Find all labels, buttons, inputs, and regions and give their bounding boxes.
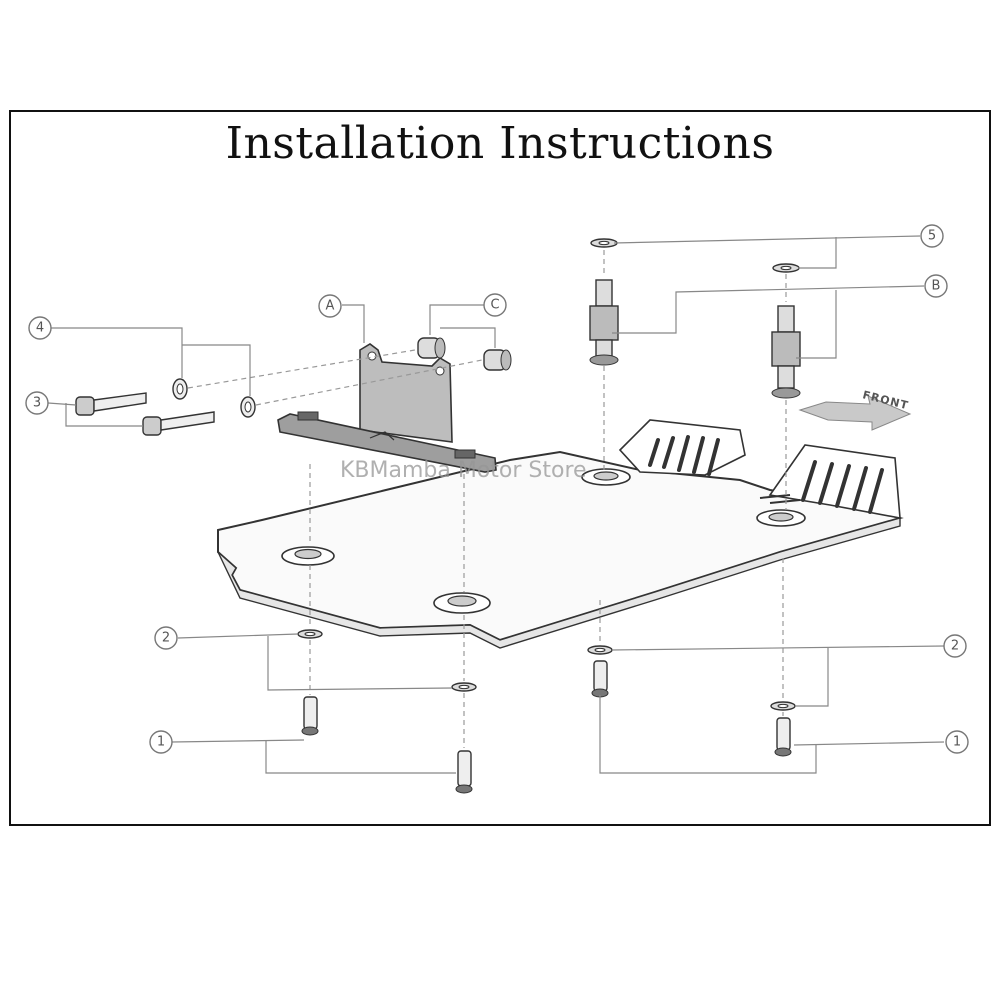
svg-text:A: A: [326, 299, 335, 314]
mount-hole: [581, 468, 631, 486]
washer-2: [451, 682, 477, 692]
svg-text:2: 2: [951, 639, 959, 654]
screw-1: [455, 750, 473, 794]
watermark: KBMamba Motor Store: [340, 458, 587, 483]
washer-5: [590, 238, 618, 248]
svg-text:1: 1: [157, 735, 165, 750]
skid-plate: [217, 419, 904, 649]
callout-4: 4: [28, 316, 52, 340]
vent-fin-right: [759, 444, 901, 519]
callout-1-right: 1: [945, 730, 969, 754]
svg-text:5: 5: [928, 229, 936, 244]
screw-1: [774, 717, 792, 757]
washer-4: [240, 396, 256, 418]
callout-c: C: [483, 293, 507, 317]
bolt-3: [142, 411, 215, 436]
front-arrow: FRONT: [798, 388, 912, 431]
spacer-c: [417, 337, 446, 359]
spacer-c: [483, 349, 512, 371]
vent-fin-left: [618, 419, 746, 476]
callout-2-left: 2: [154, 626, 178, 650]
bolt-3: [75, 392, 147, 416]
washer-2: [297, 629, 323, 639]
callout-a: A: [318, 294, 342, 318]
svg-text:3: 3: [33, 396, 41, 411]
washer-4: [172, 378, 188, 400]
svg-text:4: 4: [36, 321, 44, 336]
callout-b: B: [924, 274, 948, 298]
washer-5: [772, 263, 800, 273]
screw-1: [301, 696, 319, 736]
mount-hole: [281, 546, 335, 566]
callout-5: 5: [920, 224, 944, 248]
callout-2-right: 2: [943, 634, 967, 658]
svg-text:B: B: [932, 279, 941, 294]
washer-2: [770, 701, 796, 711]
svg-text:1: 1: [953, 735, 961, 750]
washer-2: [587, 645, 613, 655]
svg-text:C: C: [490, 298, 499, 313]
bracket-a: [277, 343, 497, 473]
svg-text:2: 2: [162, 631, 170, 646]
callout-3: 3: [25, 391, 49, 415]
standoff-b: [589, 279, 619, 366]
screw-1: [591, 660, 609, 698]
mount-hole: [756, 509, 806, 527]
assembly-lines: [187, 250, 787, 748]
page-title: Installation Instructions: [225, 118, 775, 169]
leader-lines: [47, 235, 945, 774]
mount-hole: [433, 592, 491, 614]
callout-1-left: 1: [149, 730, 173, 754]
standoff-b: [771, 305, 801, 399]
